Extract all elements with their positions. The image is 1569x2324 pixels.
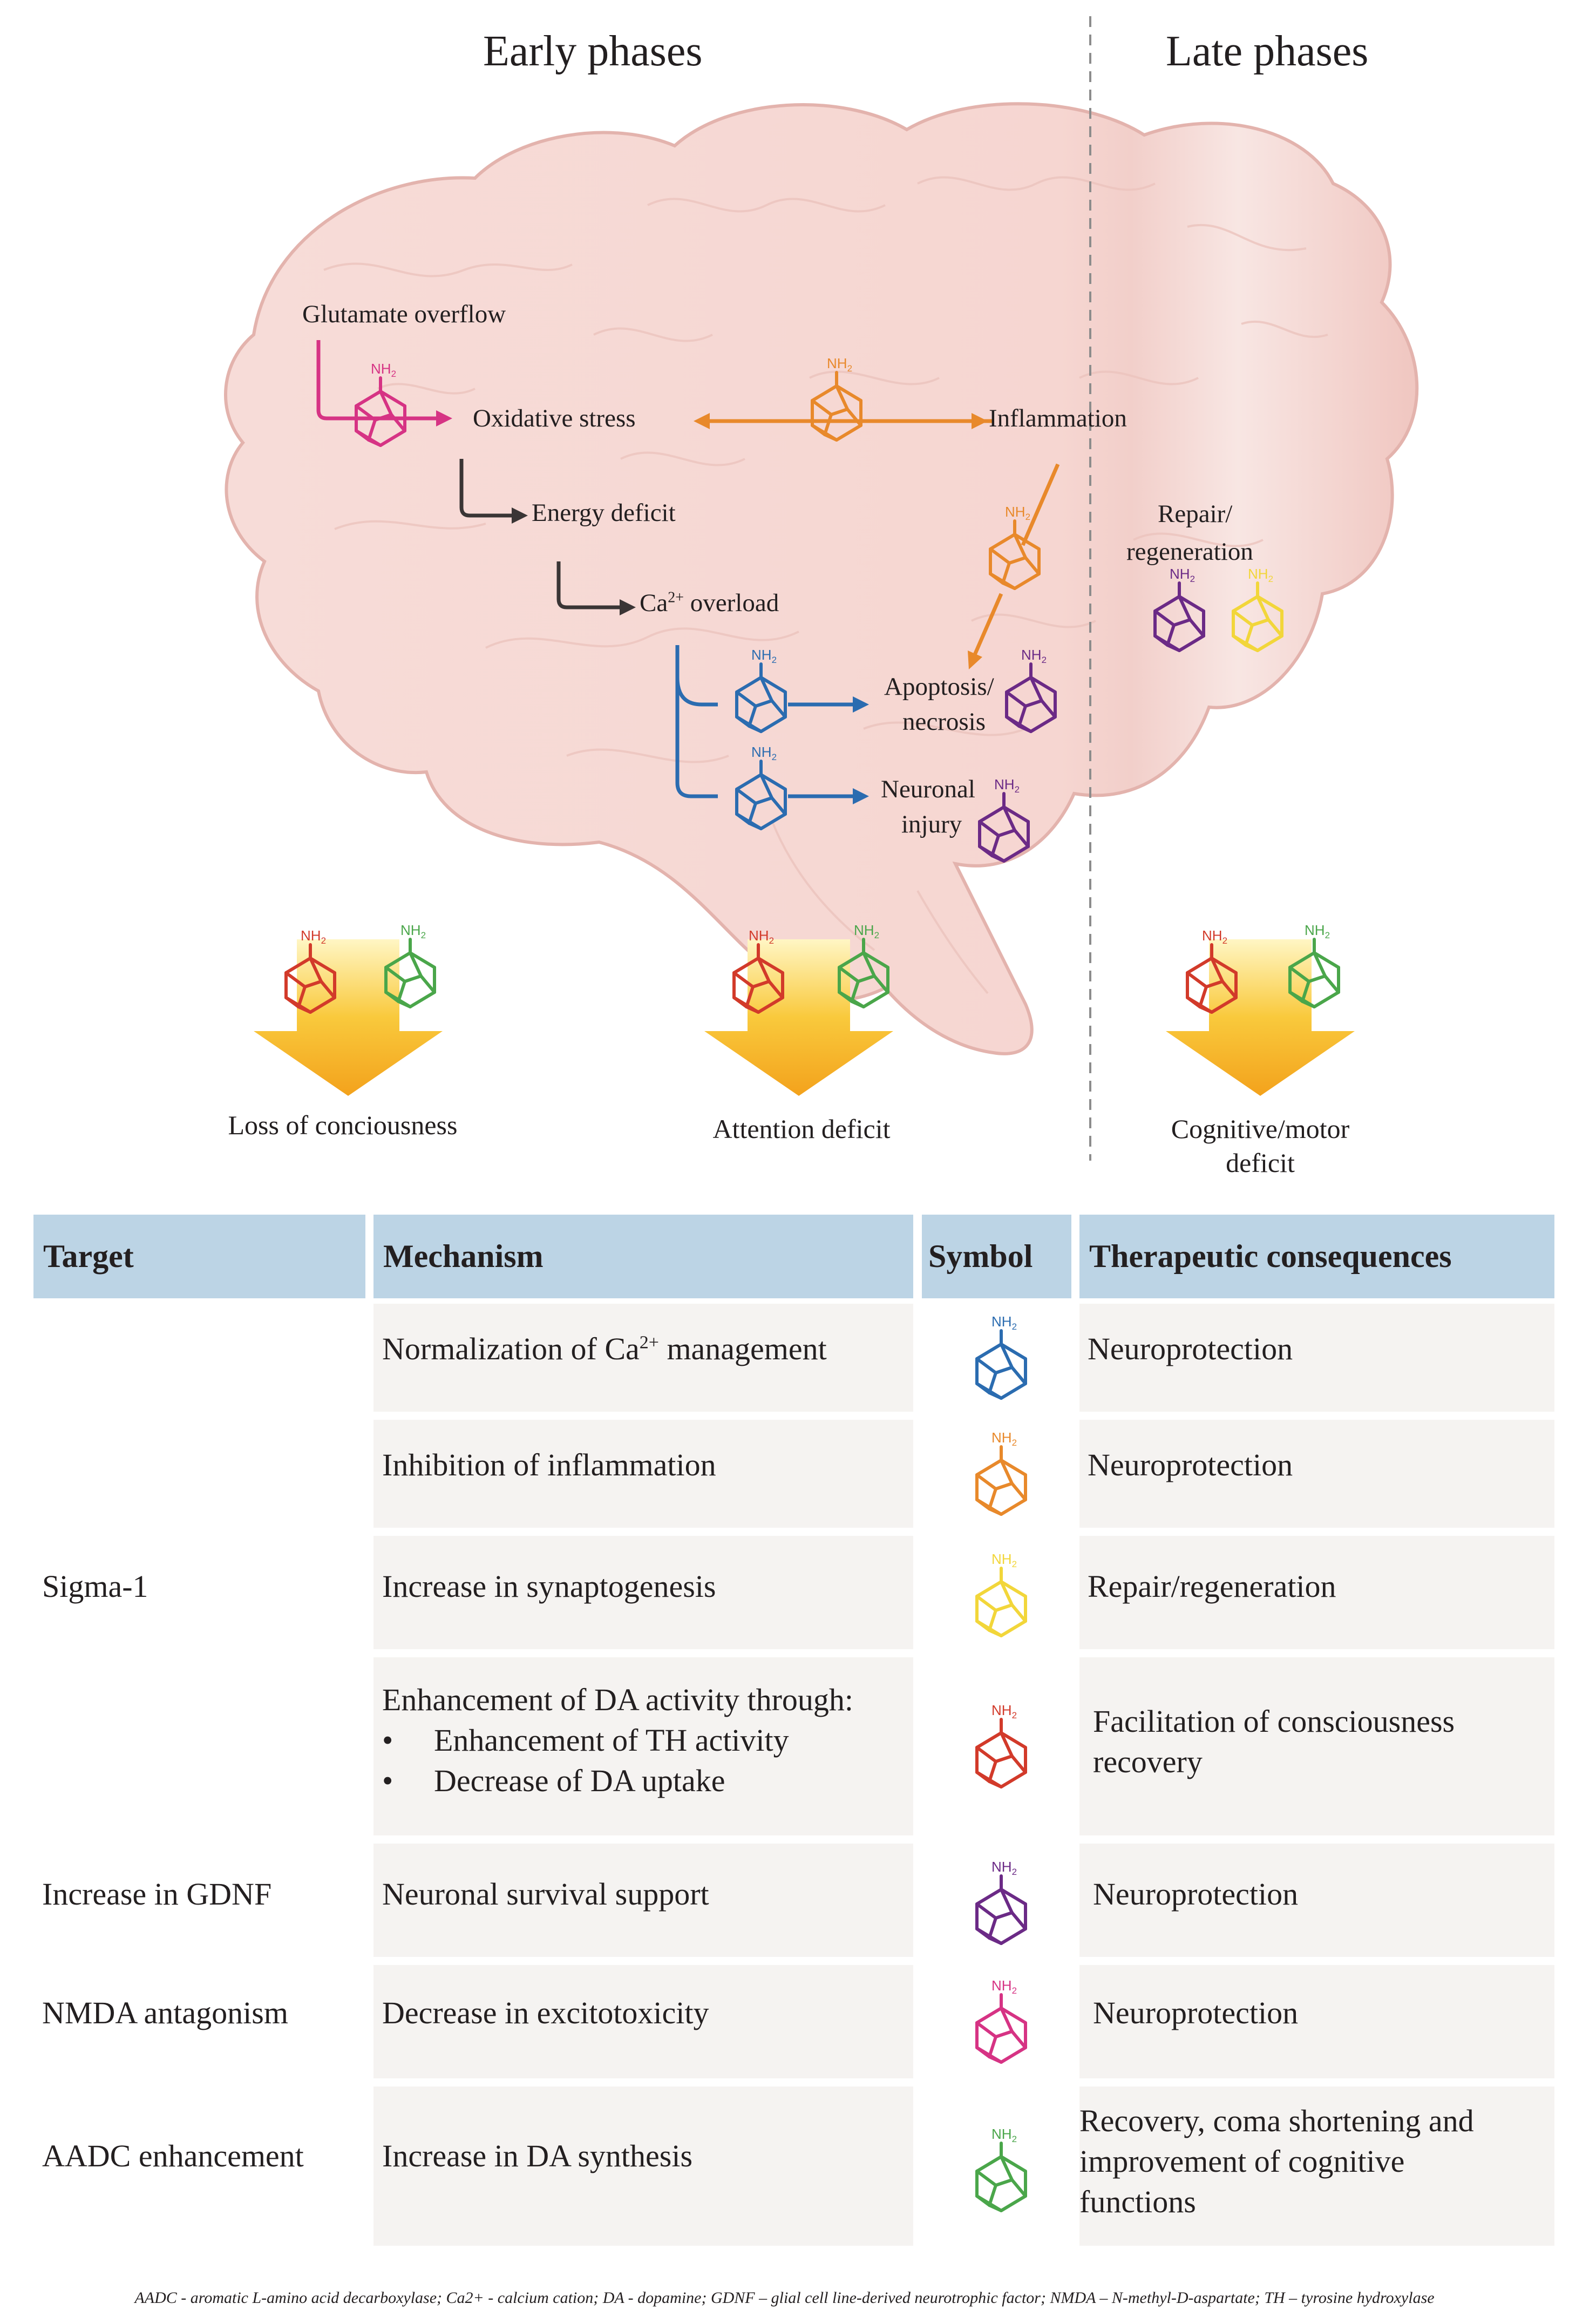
molecule-outcome-3-green-icon: NH2 — [1288, 922, 1340, 1008]
header-target: Target — [33, 1215, 365, 1298]
consequence-row-2: Neuroprotection — [1088, 1447, 1293, 1482]
amine-label: NH2 — [1170, 566, 1195, 584]
amine-label: NH2 — [400, 922, 426, 940]
mechanism-synaptogenesis: Increase in synaptogenesis — [382, 1569, 716, 1604]
target-sigma-1: Sigma-1 — [42, 1569, 148, 1604]
amine-label: NH2 — [749, 927, 774, 946]
mechanism-inflammation: Inhibition of inflammation — [382, 1447, 716, 1482]
amine-label: NH2 — [751, 744, 777, 762]
amine-label: NH2 — [827, 355, 852, 374]
label-inflammation: Inflammation — [989, 404, 1127, 432]
molecule-outcome-2-red-icon: NH2 — [732, 927, 784, 1014]
amine-label: NH2 — [1021, 647, 1047, 665]
consequence-row-4-line-1: Facilitation of consciousness — [1093, 1704, 1455, 1739]
molecule-repair-yellow-icon: NH2 — [1232, 566, 1283, 652]
consequence-row-7-line-3: functions — [1079, 2184, 1196, 2219]
amine-label: NH2 — [991, 1429, 1017, 1448]
consequence-row-7-line-2: improvement of cognitive — [1079, 2144, 1405, 2179]
molecule-outcome-2-green-icon: NH2 — [838, 922, 889, 1008]
mechanism-ca-management: Normalization of Ca2+ management — [382, 1331, 827, 1366]
consequence-row-5: Neuroprotection — [1093, 1876, 1299, 1912]
symbol-row-2-icon: NH2 — [975, 1429, 1027, 1516]
consequence-row-3: Repair/regeneration — [1088, 1569, 1336, 1604]
molecule-outcome-1-green-icon: NH2 — [384, 922, 436, 1008]
amine-label: NH2 — [991, 1551, 1017, 1569]
label-oxidative-stress: Oxidative stress — [473, 404, 636, 432]
header-symbol: Symbol — [922, 1215, 1071, 1298]
amine-label: NH2 — [854, 922, 879, 940]
target-aadc: AADC enhancement — [42, 2138, 304, 2173]
symbol-row-5-icon: NH2 — [975, 1859, 1027, 1945]
label-neuronal: Neuronal — [881, 775, 975, 803]
amine-label: NH2 — [991, 2126, 1017, 2144]
amine-label: NH2 — [994, 776, 1020, 795]
symbol-row-3-icon: NH2 — [975, 1551, 1027, 1637]
mechanism-da-activity: Enhancement of DA activity through: — [382, 1682, 854, 1717]
label-regeneration: regeneration — [1126, 538, 1253, 566]
molecule-apoptosis-blocker-icon: NH2 — [735, 647, 787, 733]
header-mechanism: Mechanism — [373, 1215, 913, 1298]
molecule-glutamate-icon: NH2 — [355, 361, 406, 447]
footnote: AADC - aromatic L-amino acid decarboxyla… — [134, 2289, 1435, 2307]
label-energy-deficit: Energy deficit — [532, 499, 676, 527]
molecule-repair-purple-icon: NH2 — [1153, 566, 1205, 652]
amine-label: NH2 — [1005, 504, 1030, 522]
amine-label: NH2 — [991, 1859, 1017, 1877]
amine-label: NH2 — [1202, 927, 1227, 946]
arrowheads — [436, 410, 988, 804]
header-consequences: Therapeutic consequences — [1079, 1215, 1554, 1298]
outcome-loss-of-consciousness: Loss of conciousness — [228, 1110, 458, 1140]
consequence-row-6: Neuroprotection — [1093, 1995, 1299, 2030]
brain-outline — [223, 102, 1419, 1055]
consequence-row-4-line-2: recovery — [1093, 1744, 1203, 1779]
consequence-row-1: Neuroprotection — [1088, 1331, 1293, 1366]
molecule-oxidative-inflammation-icon: NH2 — [811, 355, 862, 442]
amine-label: NH2 — [991, 1702, 1017, 1720]
label-apoptosis: Apoptosis/ — [884, 673, 994, 701]
amine-label: NH2 — [991, 1977, 1017, 1996]
brain-illustration — [223, 16, 1419, 1161]
target-nmda: NMDA antagonism — [42, 1995, 288, 2030]
mechanism-neuronal-survival: Neuronal survival support — [382, 1876, 709, 1912]
symbol-row-7-icon: NH2 — [975, 2126, 1027, 2212]
consequence-row-7-line-1: Recovery, coma shortening and — [1079, 2103, 1474, 2138]
amine-label: NH2 — [1248, 566, 1273, 584]
symbol-row-6-icon: NH2 — [975, 1977, 1027, 2064]
symbol-row-4-icon: NH2 — [975, 1702, 1027, 1788]
target-gdnf: Increase in GDNF — [42, 1876, 272, 1912]
outcome-arrows — [254, 939, 1355, 1096]
symbol-row-1-icon: NH2 — [975, 1313, 1027, 1400]
amine-label: NH2 — [1305, 922, 1330, 940]
label-ca-overload: Ca2+ overload — [640, 589, 779, 617]
label-glutamate-overflow: Glutamate overflow — [302, 300, 506, 328]
amine-label: NH2 — [991, 1313, 1017, 1332]
outcome-cognitive-motor: Cognitive/motor — [1171, 1114, 1350, 1144]
mechanism-bullet-da-uptake: •Decrease of DA uptake — [382, 1763, 725, 1798]
label-repair: Repair/ — [1158, 500, 1233, 528]
late-phases-title: Late phases — [1166, 28, 1369, 75]
molecule-outcome-1-red-icon: NH2 — [284, 927, 336, 1014]
outcome-attention-deficit: Attention deficit — [712, 1114, 891, 1144]
early-phases-title: Early phases — [483, 28, 703, 75]
amine-label: NH2 — [371, 361, 396, 379]
molecule-neuronal-blocker-icon: NH2 — [735, 744, 787, 830]
label-injury: injury — [901, 810, 962, 838]
label-necrosis: necrosis — [902, 708, 986, 736]
mechanism-bullet-th: •Enhancement of TH activity — [382, 1723, 789, 1758]
molecule-apoptosis-support-icon: NH2 — [1005, 647, 1057, 733]
mechanism-excitotoxicity: Decrease in excitotoxicity — [382, 1995, 709, 2030]
mechanism-da-synthesis: Increase in DA synthesis — [382, 2138, 693, 2173]
molecule-inflammation-apoptosis-icon: NH2 — [989, 504, 1041, 590]
pathway-arrows — [316, 340, 1060, 798]
amine-label: NH2 — [751, 647, 777, 665]
outcome-deficit: deficit — [1226, 1148, 1295, 1178]
molecule-outcome-3-red-icon: NH2 — [1186, 927, 1238, 1014]
molecule-neuronal-support-icon: NH2 — [978, 776, 1030, 863]
amine-label: NH2 — [301, 927, 326, 946]
